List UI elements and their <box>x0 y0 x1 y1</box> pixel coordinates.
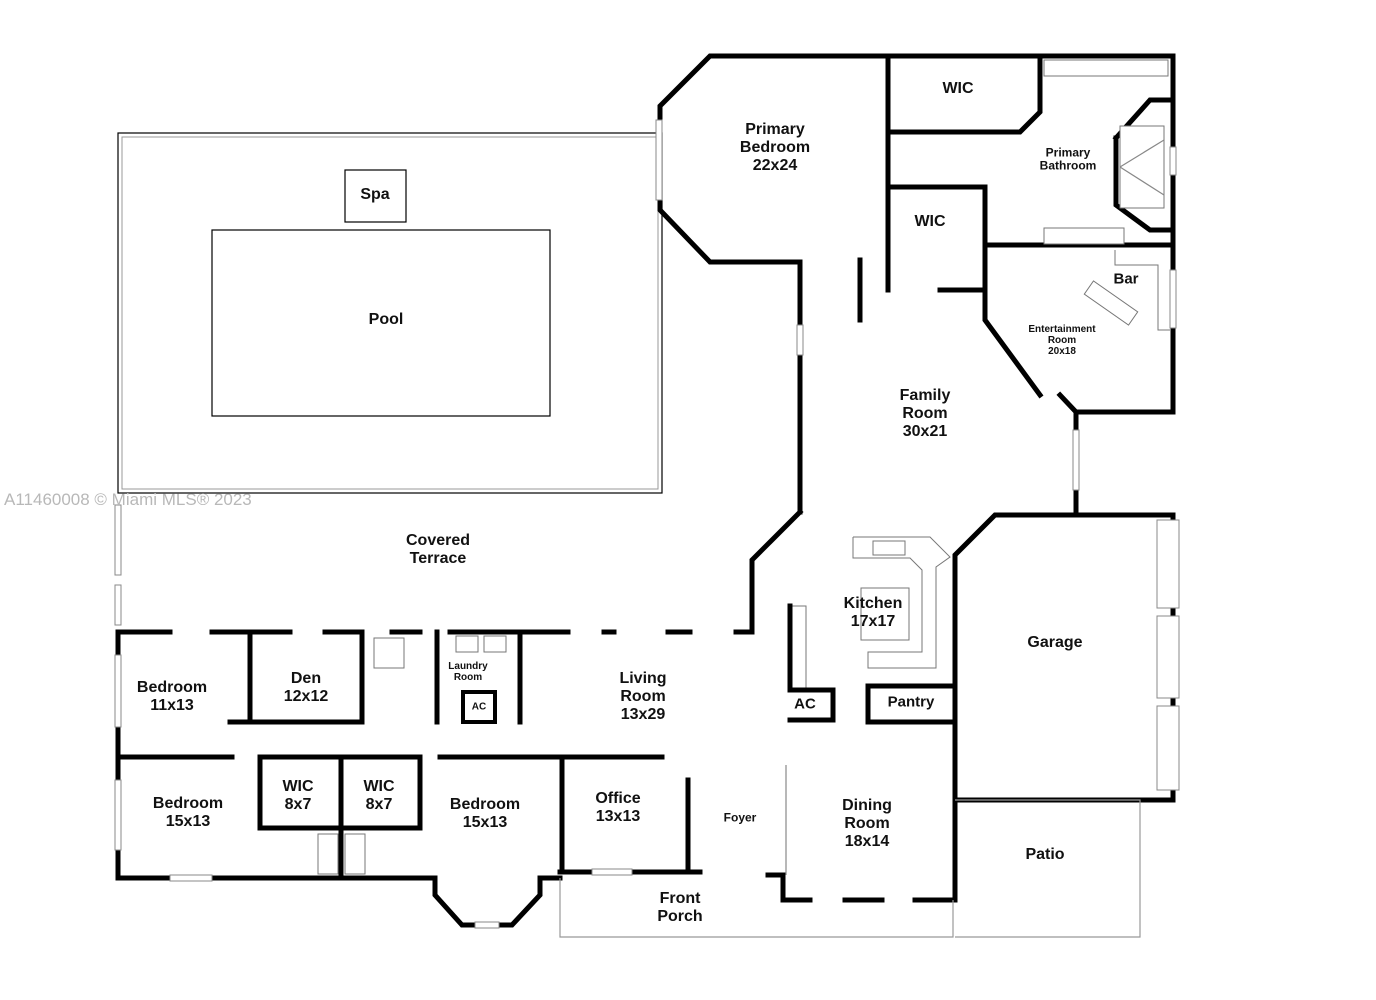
room-name: Kitchen <box>843 595 903 613</box>
room-name: Room <box>453 672 483 683</box>
room-name: Bedroom <box>449 796 521 814</box>
room-name: Terrace <box>409 550 467 567</box>
room-name: Bathroom <box>1039 159 1097 173</box>
room-name: Bedroom <box>739 139 811 157</box>
room-size: 22x24 <box>752 156 798 174</box>
room-name: Bedroom <box>136 679 208 697</box>
room-name: Garage <box>1027 634 1083 652</box>
room-label-pool: Pool <box>369 311 404 329</box>
primary-suite-walls <box>655 53 1177 415</box>
room-name: WIC <box>942 80 974 98</box>
room-size: 30x21 <box>902 422 948 440</box>
room-name: Pool <box>368 311 404 329</box>
room-name: WIC <box>914 213 946 231</box>
room-size: 8x7 <box>284 796 312 813</box>
room-label-pantry: Pantry <box>887 693 935 712</box>
room-name: Porch <box>657 908 703 925</box>
room-name: Room <box>844 815 890 833</box>
room-name: AC <box>471 701 487 713</box>
room-name: Den <box>290 670 322 688</box>
main-walls <box>733 324 1180 803</box>
room-size: 15x13 <box>462 814 508 831</box>
kitchen-fixtures <box>787 536 958 725</box>
room-name: Living <box>619 670 667 688</box>
room-label-garage: Garage <box>1027 634 1082 652</box>
room-name: Entertainment <box>1028 324 1096 336</box>
room-size: 15x13 <box>165 813 211 830</box>
room-size: 20x18 <box>1048 346 1076 358</box>
room-size: 12x12 <box>283 688 329 705</box>
room-size: 18x14 <box>844 832 890 850</box>
room-label-bar: Bar <box>1113 270 1139 289</box>
room-name: Room <box>902 405 948 423</box>
room-name: Bar <box>1113 270 1139 288</box>
room-name: Front <box>659 890 701 908</box>
west-wing-walls <box>114 504 1141 938</box>
room-size: 11x13 <box>150 697 194 714</box>
room-label-spa: Spa <box>360 186 389 204</box>
room-name: Pantry <box>887 693 935 711</box>
room-size: 8x7 <box>365 796 393 813</box>
room-size: 13x13 <box>595 808 641 825</box>
room-name: Room <box>1047 335 1077 347</box>
room-size: 17x17 <box>850 613 896 630</box>
room-name: Bedroom <box>152 795 224 813</box>
room-name: WIC <box>363 778 395 796</box>
room-name: Family <box>899 387 951 405</box>
watermark: A11460008 © Miami MLS® 2023 <box>4 490 252 509</box>
room-label-wic-mid: WIC <box>914 213 945 231</box>
room-name: AC <box>794 695 816 713</box>
room-name: Room <box>620 688 666 706</box>
room-name: Dining <box>842 797 892 815</box>
room-label-ac-laundry: AC <box>472 701 486 712</box>
room-label-wic-top: WIC <box>942 80 973 98</box>
room-name: Laundry <box>448 660 488 672</box>
room-label-patio: Patio <box>1025 846 1064 864</box>
room-name: Spa <box>360 186 390 204</box>
room-name: WIC <box>282 778 314 796</box>
pool-deck <box>117 132 663 494</box>
room-name: Covered <box>405 532 471 550</box>
room-label-foyer: Foyer <box>723 810 757 825</box>
room-name: Patio <box>1025 846 1065 864</box>
room-label-ac-kitchen: AC <box>794 695 816 714</box>
room-size: 13x29 <box>620 705 666 723</box>
room-name: Foyer <box>723 810 757 825</box>
room-name: Primary <box>745 121 805 139</box>
room-name: Primary <box>1045 145 1091 160</box>
room-name: Office <box>595 790 641 808</box>
